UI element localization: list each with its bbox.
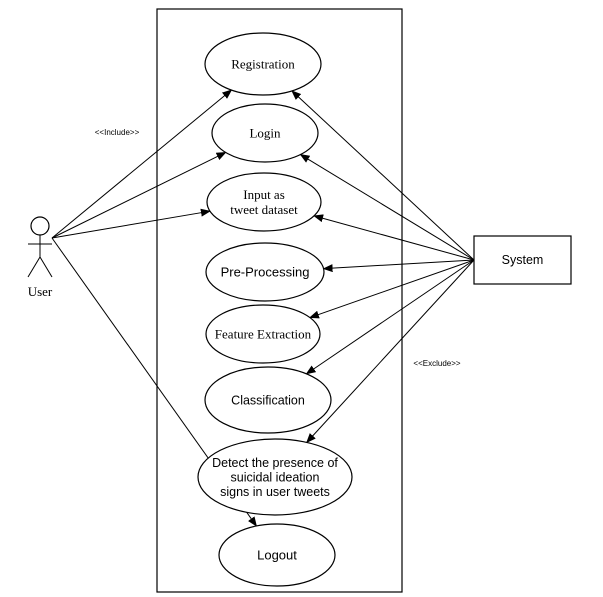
use-case-classification[interactable]: Classification: [204, 366, 332, 434]
actor-right-leg: [39, 256, 53, 278]
user-association-registration: [51, 89, 233, 239]
use-case-feature-extraction[interactable]: Feature Extraction: [205, 304, 321, 364]
user-association-login: [51, 151, 227, 239]
use-case-ellipse: [218, 523, 336, 587]
system-actor[interactable]: System: [473, 235, 572, 285]
use-case-ellipse: [204, 32, 322, 96]
user-actor[interactable]: User: [27, 216, 53, 299]
use-case-label: tweet dataset: [230, 202, 298, 217]
actor-label: User: [28, 284, 53, 299]
use-case-logout[interactable]: Logout: [218, 523, 336, 587]
system-association-registration: [291, 90, 475, 261]
system-label: System: [502, 253, 544, 267]
system-association-login: [299, 154, 475, 261]
use-case-ellipse: [197, 438, 353, 516]
association-lines: [51, 89, 475, 527]
actor-head: [30, 216, 50, 236]
use-case-label: Registration: [231, 57, 295, 72]
use-case-registration[interactable]: Registration: [204, 32, 322, 96]
system-association-pre-processing: [322, 259, 475, 273]
use-case-label: Logout: [257, 548, 297, 563]
use-case-label: suicidal ideation: [231, 470, 320, 484]
use-case-label: Classification: [231, 393, 305, 407]
use-case-label: Detect the presence of: [212, 456, 338, 470]
exclude-stereotype: <<Exclude>>: [413, 359, 460, 368]
user-association-input-tweet-dataset: [51, 208, 211, 239]
use-case-login[interactable]: Login: [211, 103, 319, 163]
use-case-ellipse: [205, 242, 325, 302]
use-case-label: signs in user tweets: [220, 485, 330, 499]
system-association-input-tweet-dataset: [313, 214, 475, 261]
system-box: [473, 235, 572, 285]
system-association-feature-extraction: [308, 259, 475, 319]
use-case-label: Feature Extraction: [215, 327, 312, 342]
actor-left-leg: [27, 256, 41, 278]
use-case-pre-processing[interactable]: Pre-Processing: [205, 242, 325, 302]
use-case-ellipse: [205, 304, 321, 364]
use-case-ellipse: [211, 103, 319, 163]
system-association-classification: [305, 259, 475, 375]
use-case-label: Login: [249, 126, 281, 141]
use-case-ellipse: [206, 172, 322, 232]
use-case-label: Input as: [243, 187, 285, 202]
include-stereotype: <<Include>>: [95, 128, 140, 137]
use-case-ellipse: [204, 366, 332, 434]
use-case-label: Pre-Processing: [221, 265, 310, 280]
system-association-detect-suicidal-ideation: [306, 259, 475, 444]
